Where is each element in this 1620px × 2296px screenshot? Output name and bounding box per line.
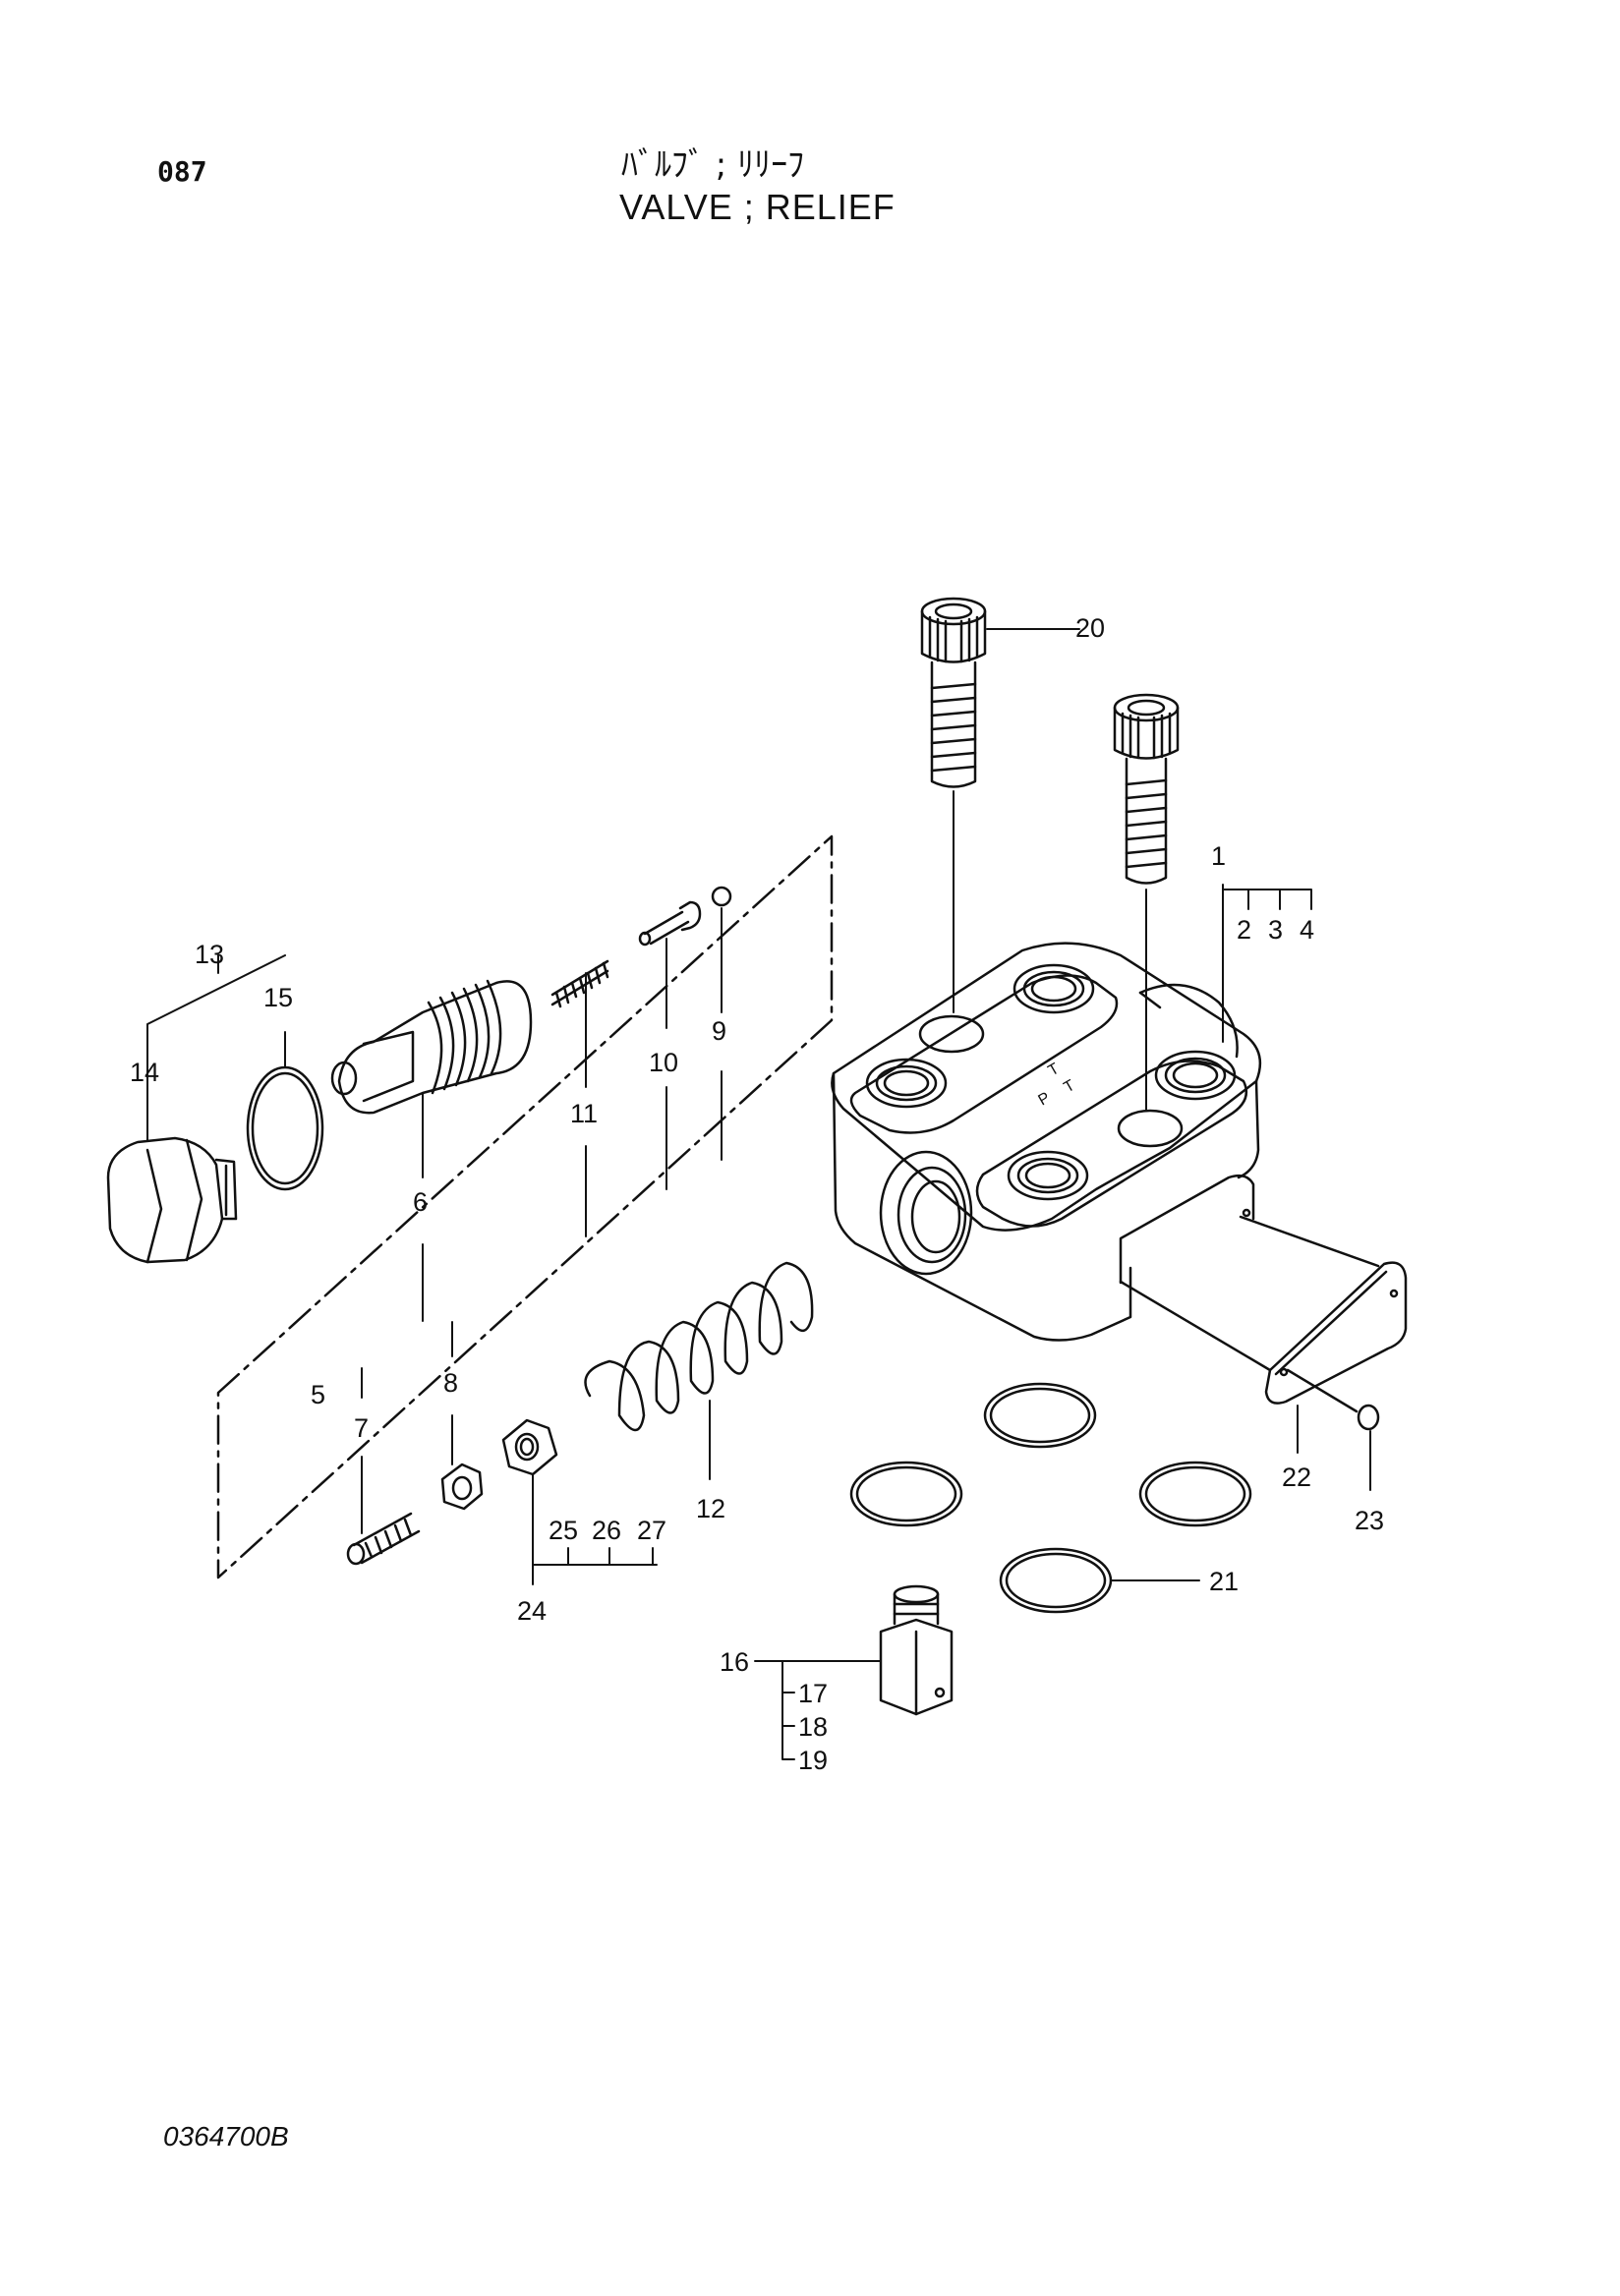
callout-19: 19 xyxy=(798,1746,828,1775)
callout-6: 6 xyxy=(413,1187,428,1217)
callout-12: 12 xyxy=(696,1494,725,1523)
fitting-part-16 xyxy=(879,1584,954,1716)
callout-22: 22 xyxy=(1282,1463,1311,1492)
assembly-envelope-dashdot xyxy=(216,834,834,1579)
leader-lines xyxy=(146,628,1371,1760)
plug-part-14 xyxy=(106,1136,238,1264)
callout-5: 5 xyxy=(311,1380,325,1409)
callout-20: 20 xyxy=(1075,613,1105,643)
main-spring-part-12 xyxy=(584,1261,814,1432)
callout-23: 23 xyxy=(1355,1506,1384,1535)
callout-25: 25 xyxy=(549,1516,578,1545)
nameplate-part-22 xyxy=(1119,1215,1408,1405)
callout-10: 10 xyxy=(649,1048,678,1077)
ball-part-9 xyxy=(711,886,732,907)
callout-7: 7 xyxy=(354,1413,369,1443)
callout-labels: 1 2 3 4 5 6 7 8 9 10 11 12 13 14 15 16 1… xyxy=(130,613,1384,1775)
callout-18: 18 xyxy=(798,1712,828,1742)
lock-nut-part-24 xyxy=(501,1418,558,1476)
callout-16: 16 xyxy=(720,1647,749,1677)
callout-3: 3 xyxy=(1268,915,1283,945)
callout-13: 13 xyxy=(195,940,224,969)
nut-part-8 xyxy=(440,1463,484,1511)
socket-bolt-part-20-left xyxy=(920,597,987,788)
socket-bolt-part-20-right xyxy=(1113,693,1180,885)
callout-14: 14 xyxy=(130,1058,159,1087)
o-rings-part-21 xyxy=(849,1382,1252,1614)
callout-1: 1 xyxy=(1211,841,1226,871)
title-japanese: ﾊﾞﾙﾌﾞ ; ﾘﾘｰﾌ xyxy=(621,145,805,185)
drawing-number: 0364700B xyxy=(163,2121,289,2152)
callout-2: 2 xyxy=(1237,915,1251,945)
callout-15: 15 xyxy=(263,983,293,1012)
callout-11: 11 xyxy=(570,1099,598,1128)
small-spring-part-11 xyxy=(550,959,609,1008)
o-ring-part-15 xyxy=(246,1065,324,1191)
title-english: VALVE ; RELIEF xyxy=(619,187,896,227)
callout-9: 9 xyxy=(712,1016,726,1046)
page-number: 087 xyxy=(157,155,207,188)
callout-24: 24 xyxy=(517,1596,547,1626)
callout-4: 4 xyxy=(1300,915,1314,945)
callout-17: 17 xyxy=(798,1679,828,1708)
callout-21: 21 xyxy=(1209,1567,1239,1596)
pin-part-10 xyxy=(638,900,702,947)
poppet-part-6 xyxy=(330,979,533,1115)
set-screw-part-7 xyxy=(346,1512,421,1566)
rivet-part-23 xyxy=(1286,1368,1380,1431)
callout-8: 8 xyxy=(443,1368,458,1398)
callout-27: 27 xyxy=(637,1516,666,1545)
valve-body-part-1 xyxy=(831,942,1262,1342)
callout-26: 26 xyxy=(592,1516,621,1545)
